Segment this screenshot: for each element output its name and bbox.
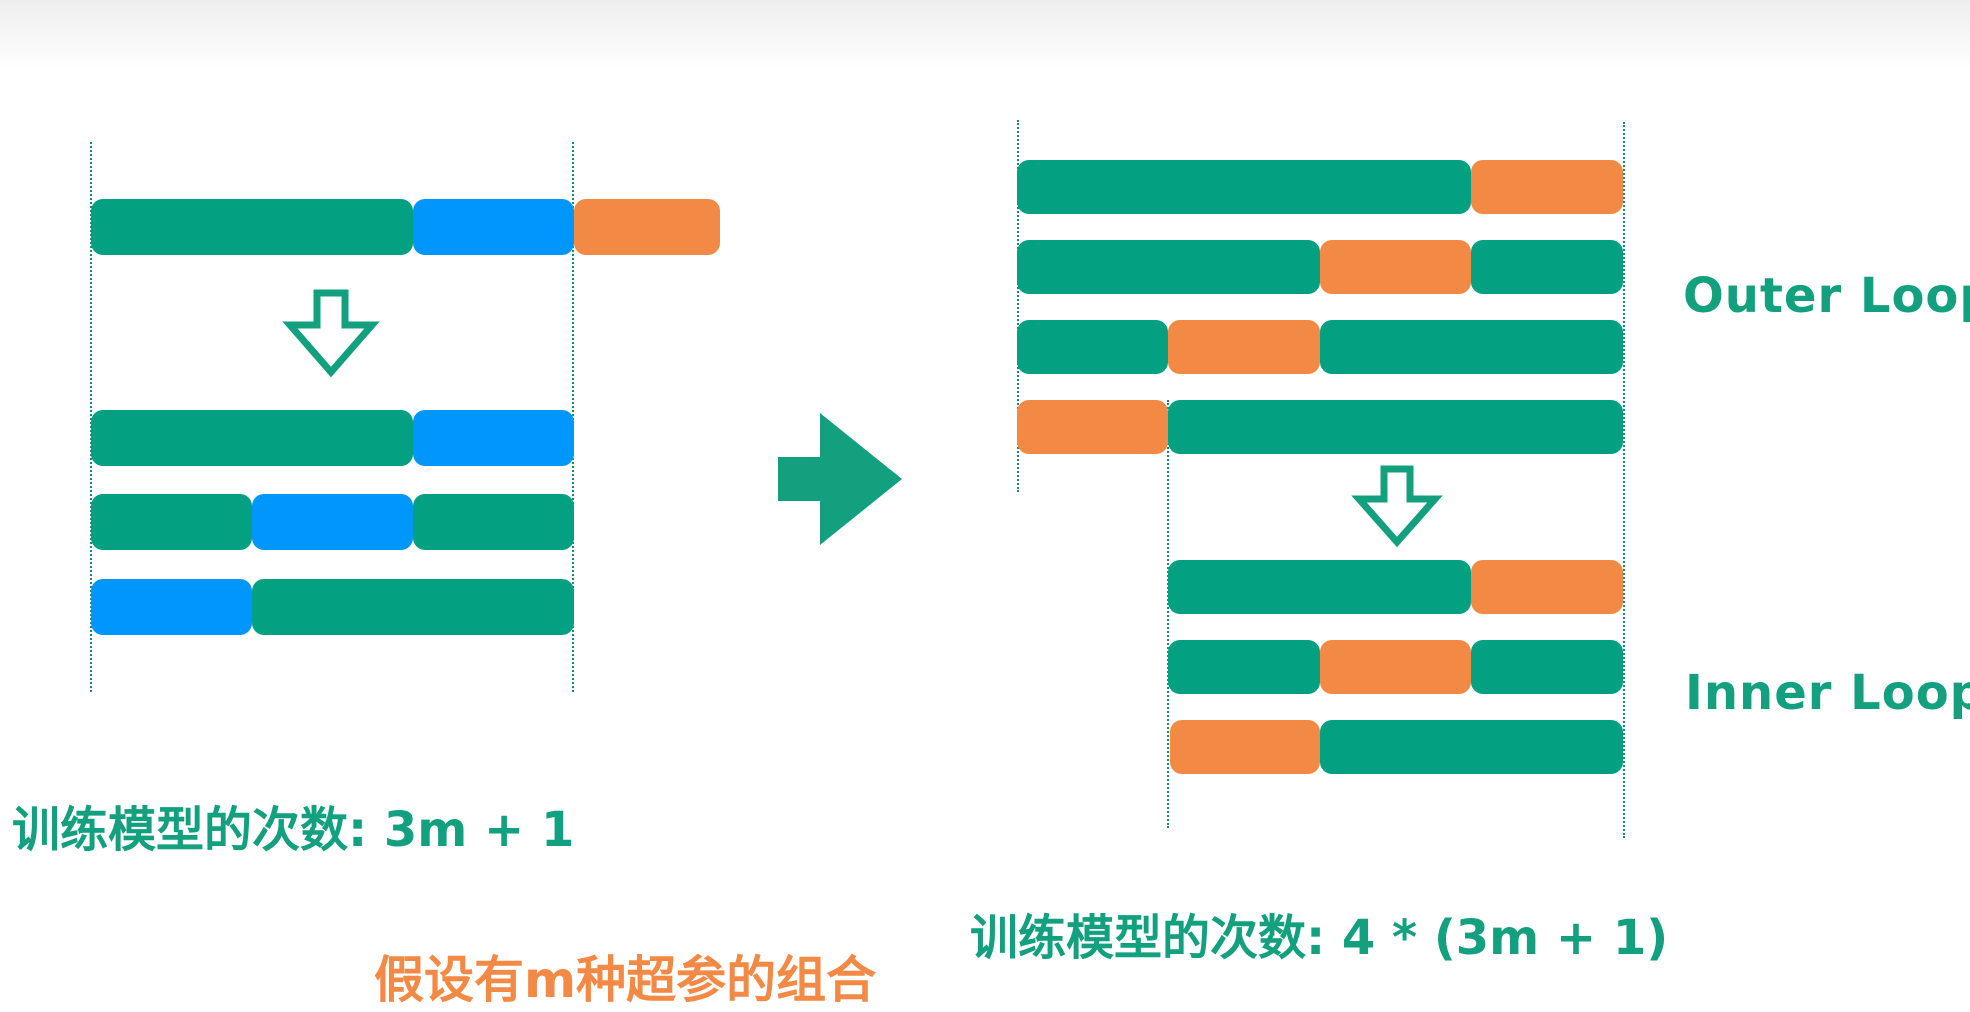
left-fold2-train-segment-a bbox=[91, 494, 252, 550]
right-boundary-line-end bbox=[1623, 122, 1625, 838]
outer-fold4-test-segment bbox=[1017, 400, 1168, 454]
right-train-count-label: 训练模型的次数: 4 * (3m + 1) bbox=[970, 910, 1669, 966]
outer-fold3-test-segment bbox=[1168, 320, 1320, 374]
left-fold1-validation-segment bbox=[413, 410, 574, 466]
right-outer-boundary-line-start bbox=[1017, 120, 1019, 492]
inner-fold3-train-segment bbox=[1320, 720, 1623, 774]
left-fold2-train-segment-b bbox=[413, 494, 574, 550]
outer-fold3-train-segment-a bbox=[1017, 320, 1168, 374]
left-top-train-segment bbox=[91, 199, 413, 255]
outer-fold2-test-segment bbox=[1320, 240, 1471, 294]
hollow-down-arrow-icon bbox=[282, 289, 380, 378]
left-top-validation-segment bbox=[413, 199, 574, 255]
left-fold3-train-segment bbox=[252, 579, 574, 635]
inner-fold2-train-segment-b bbox=[1471, 640, 1623, 694]
top-gradient-band bbox=[0, 0, 1970, 70]
outer-fold4-train-segment bbox=[1168, 400, 1623, 454]
inner-fold2-validation-segment bbox=[1320, 640, 1471, 694]
outer-loop-label: Outer Loop bbox=[1683, 268, 1970, 324]
outer-fold1-train-segment bbox=[1017, 160, 1471, 214]
inner-fold1-train-segment bbox=[1168, 560, 1471, 614]
outer-fold3-train-segment-b bbox=[1320, 320, 1623, 374]
left-fold2-validation-segment bbox=[252, 494, 413, 550]
left-train-count-label: 训练模型的次数: 3m + 1 bbox=[12, 802, 575, 858]
inner-fold1-validation-segment bbox=[1471, 560, 1623, 614]
left-fold1-train-segment bbox=[91, 410, 413, 466]
inner-fold3-validation-segment bbox=[1170, 720, 1320, 774]
left-top-test-segment bbox=[574, 199, 720, 255]
left-fold3-validation-segment bbox=[91, 579, 252, 635]
hyperparameter-assumption-label: 假设有m种超参的组合 bbox=[374, 951, 877, 1009]
hollow-down-arrow-icon bbox=[1351, 465, 1443, 548]
inner-fold2-train-segment-a bbox=[1168, 640, 1320, 694]
outer-fold1-test-segment bbox=[1471, 160, 1623, 214]
solid-right-arrow-icon bbox=[778, 413, 902, 545]
outer-fold2-train-segment-a bbox=[1017, 240, 1320, 294]
right-inner-boundary-line-start bbox=[1167, 400, 1169, 828]
outer-fold2-train-segment-b bbox=[1471, 240, 1623, 294]
inner-loop-label: Inner Loop bbox=[1685, 665, 1970, 721]
